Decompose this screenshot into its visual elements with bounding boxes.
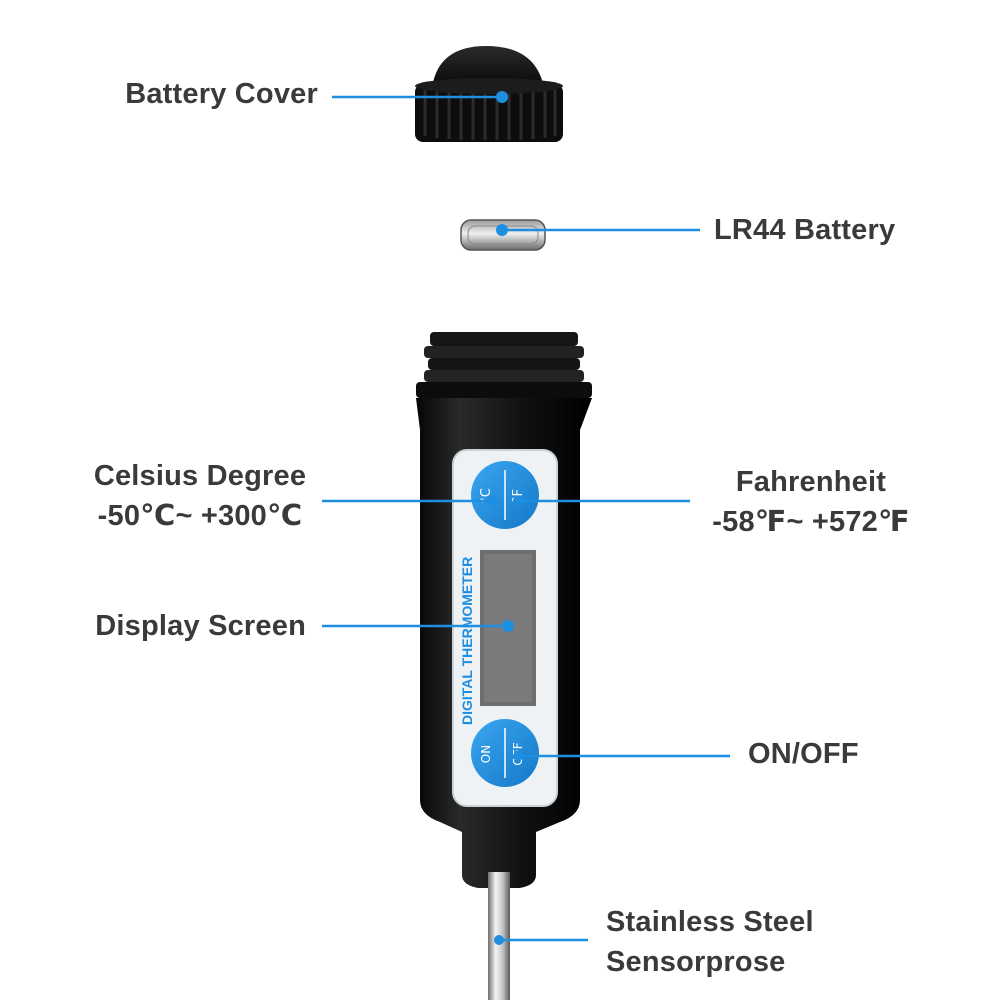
unit-toggle-button[interactable]: °C °F — [471, 461, 539, 529]
celsius-label: Celsius Degree -50℃~ +300℃ — [84, 456, 316, 536]
on-button-label: ON — [479, 745, 493, 763]
brand-text: DIGITAL THERMOMETER — [459, 557, 475, 725]
fahrenheit-dot — [513, 496, 523, 506]
display-dot — [502, 620, 514, 632]
probe-dot — [494, 935, 504, 945]
onoff-dot — [513, 751, 523, 761]
battery-cover — [415, 46, 563, 142]
battery-dot — [496, 224, 508, 236]
fahrenheit-label: Fahrenheit -58℉~ +572℉ — [700, 462, 922, 542]
fahrenheit-title: Fahrenheit — [735, 466, 887, 498]
battery-cover-label: Battery Cover — [125, 78, 318, 110]
probe-label: Stainless Steel Sensorprose — [606, 902, 814, 982]
battery-cover-dot — [496, 91, 508, 103]
onoff-label: ON/OFF — [748, 738, 859, 770]
battery-label: LR44 Battery — [714, 214, 896, 246]
probe-subtitle: Sensorprose — [606, 946, 786, 978]
celsius-range: -50℃~ +300℃ — [97, 500, 303, 532]
callout-lines — [322, 95, 730, 942]
callout-dots — [487, 91, 523, 945]
probe-title: Stainless Steel — [606, 906, 814, 938]
power-button[interactable]: ON OFF — [471, 719, 539, 787]
fahrenheit-range: -58℉~ +572℉ — [712, 506, 910, 538]
celsius-dot — [487, 496, 497, 506]
celsius-title: Celsius Degree — [93, 460, 307, 492]
display-screen-label: Display Screen — [95, 610, 306, 642]
